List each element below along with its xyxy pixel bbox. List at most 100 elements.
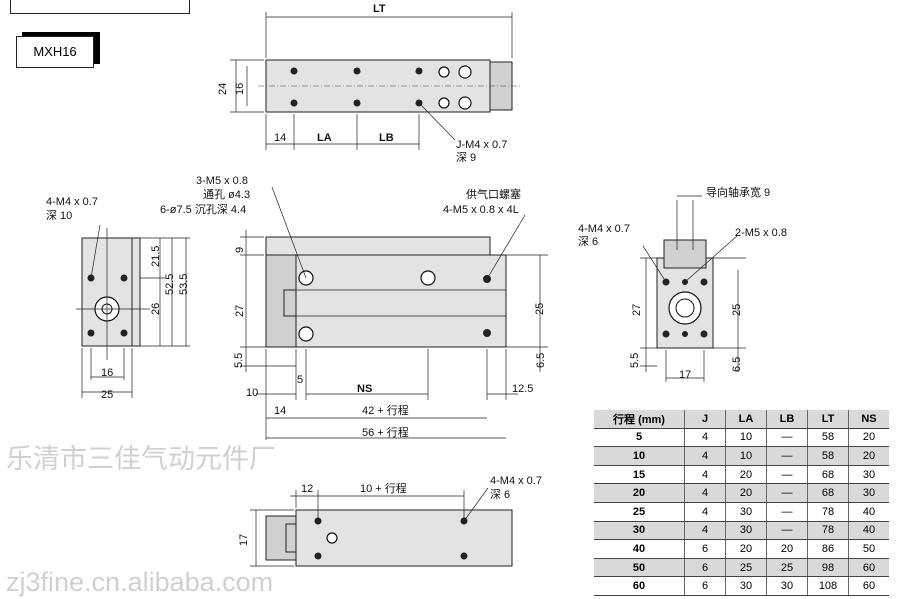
table-cell: 40 (594, 539, 685, 559)
dim-end-27: 27 (631, 304, 643, 316)
col-j: J (684, 410, 726, 429)
col-la: LA (725, 410, 767, 429)
table-cell: 4 (684, 446, 726, 466)
watermark-cn: 乐清市三佳气动元件厂 (6, 444, 276, 474)
note-depth: 深 9 (456, 151, 476, 164)
dim-26: 26 (150, 303, 162, 315)
dim-end-17: 17 (679, 369, 691, 381)
dim-53-5: 53.5 (178, 274, 190, 295)
table-cell: 4 (684, 502, 726, 522)
dim-52-5: 52.5 (164, 274, 176, 295)
note-through-hole: 通孔 ø4.3 (203, 188, 250, 201)
table-cell: 30 (848, 465, 889, 485)
dim-side-16: 16 (101, 367, 113, 379)
table-cell: 78 (807, 521, 849, 541)
dim-27: 27 (234, 305, 246, 317)
dim-16: 16 (234, 83, 246, 95)
dim-24: 24 (217, 83, 229, 95)
table-cell: — (766, 483, 808, 503)
table-cell: 20 (725, 483, 767, 503)
table-cell: 10 (725, 428, 767, 448)
note-end-thread: 4-M4 x 0.7 (578, 223, 630, 235)
dim-10: 10 (246, 387, 258, 399)
table-cell: 20 (766, 539, 808, 559)
table-cell: 6 (684, 558, 726, 578)
dim-25: 25 (534, 303, 546, 315)
table-cell: 6 (684, 539, 726, 559)
note-counterbore: 6-ø7.5 沉孔深 4.4 (160, 203, 246, 216)
dim-lb: LB (379, 132, 394, 144)
table-cell: 5 (594, 428, 685, 448)
col-ns: NS (848, 410, 889, 429)
table-cell: — (766, 465, 808, 485)
col-lb: LB (766, 410, 808, 429)
title-box (10, 0, 190, 14)
table-cell: 40 (848, 502, 889, 522)
table-cell: 20 (848, 446, 889, 466)
table-cell: 25 (594, 502, 685, 522)
side-view: 4-M4 x 0.7 深 10 21.5 52.5 53.5 26 16 25 (46, 196, 190, 401)
dim-12-5: 12.5 (512, 383, 533, 395)
front-view: 3-M5 x 0.8 通孔 ø4.3 6-ø7.5 沉孔深 4.4 供气口螺塞 … (160, 175, 548, 440)
table-cell: 30 (725, 576, 767, 596)
note-side-depth: 深 10 (46, 209, 72, 222)
dim-ns: NS (357, 383, 372, 395)
model-label: MXH16 (16, 36, 94, 68)
note-side-thread: 4-M4 x 0.7 (46, 196, 98, 208)
watermark-url: zj3fine.cn.alibaba.com (6, 567, 274, 597)
table-cell: 30 (766, 576, 808, 596)
table-cell: 68 (807, 483, 849, 503)
table-cell: 30 (725, 502, 767, 522)
table-cell: 58 (807, 428, 849, 448)
table-cell: 4 (684, 521, 726, 541)
table-cell: 108 (807, 576, 849, 596)
note-end-depth: 深 6 (578, 235, 598, 248)
note-bottom-thread: 4-M4 x 0.7 (490, 475, 542, 487)
table-cell: 20 (725, 465, 767, 485)
table-cell: 60 (848, 576, 889, 596)
table-cell: 50 (848, 539, 889, 559)
table-cell: 30 (848, 483, 889, 503)
table-cell: 58 (807, 446, 849, 466)
dim-bottom-17: 17 (238, 534, 250, 546)
dim-end-25: 25 (731, 304, 743, 316)
dim-42-stroke: 42 + 行程 (362, 404, 409, 417)
dim-21-5: 21.5 (150, 246, 162, 267)
table-cell: — (766, 428, 808, 448)
table-cell: 68 (807, 465, 849, 485)
top-view: LT 24 16 14 LA LB J-M4 x 0.7 深 9 (217, 3, 520, 164)
table-cell: 10 (725, 446, 767, 466)
table-cell: 25 (766, 558, 808, 578)
table-cell: — (766, 502, 808, 522)
dim-side-25: 25 (101, 389, 113, 401)
dim-lt: LT (373, 3, 386, 15)
table-cell: 78 (807, 502, 849, 522)
table-cell: 15 (594, 465, 685, 485)
table-cell: 50 (594, 558, 685, 578)
dim-9: 9 (234, 247, 246, 253)
col-stroke: 行程 (mm) (594, 410, 685, 429)
note-3-m5: 3-M5 x 0.8 (196, 175, 248, 187)
table-cell: 25 (725, 558, 767, 578)
table-cell: 10 (594, 446, 685, 466)
dim-end-6-5: 6.5 (731, 357, 743, 372)
table-cell: 20 (725, 539, 767, 559)
note-port-plug: 供气口螺塞 (466, 187, 521, 201)
table-cell: 60 (594, 576, 685, 596)
dim-6-5: 6.5 (535, 353, 547, 368)
table-cell: — (766, 521, 808, 541)
table-cell: 6 (684, 576, 726, 596)
dim-5: 5 (297, 374, 303, 386)
table-cell: 30 (725, 521, 767, 541)
table-cell: 20 (848, 428, 889, 448)
table-cell: 4 (684, 428, 726, 448)
dim-bottom-12: 12 (301, 483, 313, 495)
dim-bottom-stroke: 10 + 行程 (360, 482, 407, 495)
